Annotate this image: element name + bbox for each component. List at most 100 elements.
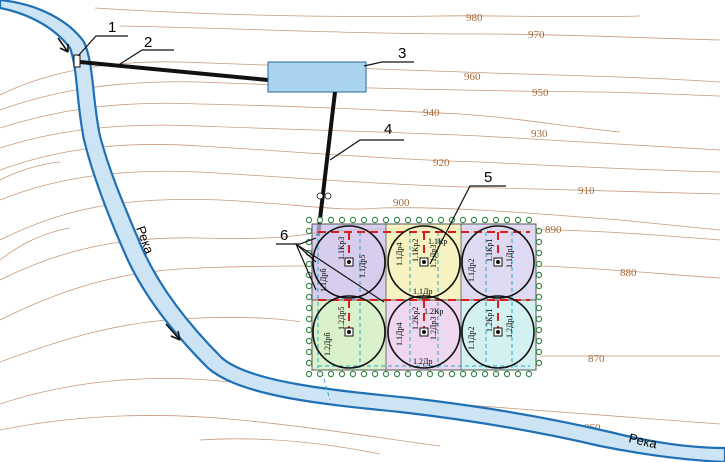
fence-post xyxy=(503,370,511,378)
fence-post xyxy=(535,282,543,290)
cell-label: 1.2Др xyxy=(413,357,432,366)
sprinkler-circle xyxy=(387,225,461,299)
fence-post xyxy=(305,359,313,367)
fence-post xyxy=(514,216,522,224)
fence-post xyxy=(349,216,357,224)
cell-label: 1.1Др1 xyxy=(505,245,514,268)
distribution-pipeline xyxy=(316,91,337,237)
fence-post xyxy=(404,216,412,224)
fence-post xyxy=(503,216,511,224)
fence-posts xyxy=(305,216,543,378)
cyan-dashed-lines xyxy=(317,232,530,401)
valve-marker xyxy=(316,192,324,200)
fence-post xyxy=(492,216,500,224)
sprinkler-circle xyxy=(387,295,461,369)
fence-post xyxy=(349,370,357,378)
fence-post xyxy=(305,293,313,301)
fence-post xyxy=(426,370,434,378)
water-supply xyxy=(73,54,367,237)
cell-label: 1.1Кр2 xyxy=(411,239,420,262)
contour-west-2 xyxy=(0,227,71,261)
elevation-labels: 980 970 960 950 940 930 920 910 900 890 … xyxy=(393,12,637,434)
fence-post xyxy=(492,370,500,378)
callout-number: 1 xyxy=(108,19,116,36)
callout-number: 5 xyxy=(484,169,492,186)
reservoir xyxy=(267,61,367,93)
elevation-label: 920 xyxy=(433,157,450,169)
contour-low-2 xyxy=(199,438,381,455)
cell-labels: 1.1Дрб 1.1Кр3 1.1Др5 1.1Др4 1.1Кр2 1.1Кр… xyxy=(319,237,514,366)
cell-label: 1.2Кр xyxy=(424,307,443,316)
callout-leaders xyxy=(77,35,506,303)
fence-post xyxy=(305,370,313,378)
irrigation-field: 1.1Дрб 1.1Кр3 1.1Др5 1.1Др4 1.1Кр2 1.1Кр… xyxy=(305,216,543,401)
fence-post xyxy=(371,216,379,224)
elevation-label: 880 xyxy=(620,267,637,279)
callout-numbers: 1 2 3 4 5 6 xyxy=(108,19,492,244)
water-intake xyxy=(73,54,81,68)
callout-leader-4 xyxy=(329,139,404,161)
callout-leader-2 xyxy=(119,49,174,65)
cell-label: 1.1Др4 xyxy=(395,323,404,346)
callout-leader-6 xyxy=(295,243,317,263)
contour-910 xyxy=(0,170,721,201)
fence-post xyxy=(415,370,423,378)
fence-post xyxy=(305,315,313,323)
elevation-label: 960 xyxy=(464,71,481,83)
callout-number: 2 xyxy=(144,34,152,51)
sprinkler-circles xyxy=(312,225,535,369)
fence-post xyxy=(415,216,423,224)
fence-post xyxy=(426,216,434,224)
intake-pipeline xyxy=(79,60,269,82)
fence-post xyxy=(535,249,543,257)
river-flow-arrow xyxy=(57,37,69,53)
elevation-label: 890 xyxy=(545,224,562,236)
fence-post xyxy=(305,260,313,268)
fence-post xyxy=(393,370,401,378)
fence-post xyxy=(448,370,456,378)
callout-number: 6 xyxy=(280,227,288,244)
elevation-label: 940 xyxy=(423,107,440,119)
fence-post xyxy=(514,370,522,378)
sprinkler-circle xyxy=(312,225,386,299)
cell-label: 1.1Др5 xyxy=(358,255,367,278)
elevation-label: 970 xyxy=(528,29,545,41)
fence-post xyxy=(382,216,390,224)
sprinkler-circle xyxy=(461,225,535,299)
cell-label: 1.2Др1 xyxy=(505,315,514,338)
cell-label: 1.1Др xyxy=(413,287,432,296)
cell-label: 1.1Др2 xyxy=(467,327,476,350)
sprinkler-hubs xyxy=(347,260,500,334)
fence-post xyxy=(360,370,368,378)
fence-post xyxy=(535,238,543,246)
elevation-label: 870 xyxy=(588,353,605,365)
fence-post xyxy=(535,337,543,345)
fence-post xyxy=(481,216,489,224)
contour-980 xyxy=(94,7,641,18)
callout-leader-6 xyxy=(295,243,385,303)
fence-post xyxy=(481,370,489,378)
cell-label: 1.2Дрб xyxy=(323,332,332,356)
fence-post xyxy=(470,370,478,378)
red-dashed-pipeline xyxy=(318,231,530,332)
contour-west-1 xyxy=(0,161,61,181)
fence-post xyxy=(371,370,379,378)
cell-label: 1.1Др2 xyxy=(467,259,476,282)
fence-post xyxy=(525,216,533,224)
river-flow-arrow xyxy=(165,323,181,341)
cell-label: 1.1Кр3 xyxy=(337,237,346,260)
fence-post xyxy=(316,216,324,224)
cell-label: 1.1Кр1 xyxy=(485,239,494,262)
fence-post xyxy=(393,216,401,224)
fence-post xyxy=(327,216,335,224)
fence-post xyxy=(305,227,313,235)
callout-leader-6 xyxy=(295,243,317,291)
fence-post xyxy=(305,216,313,224)
elevation-label: 930 xyxy=(531,128,548,140)
fence-post xyxy=(535,260,543,268)
sprinkler-circle xyxy=(312,295,386,369)
fence-post xyxy=(535,315,543,323)
